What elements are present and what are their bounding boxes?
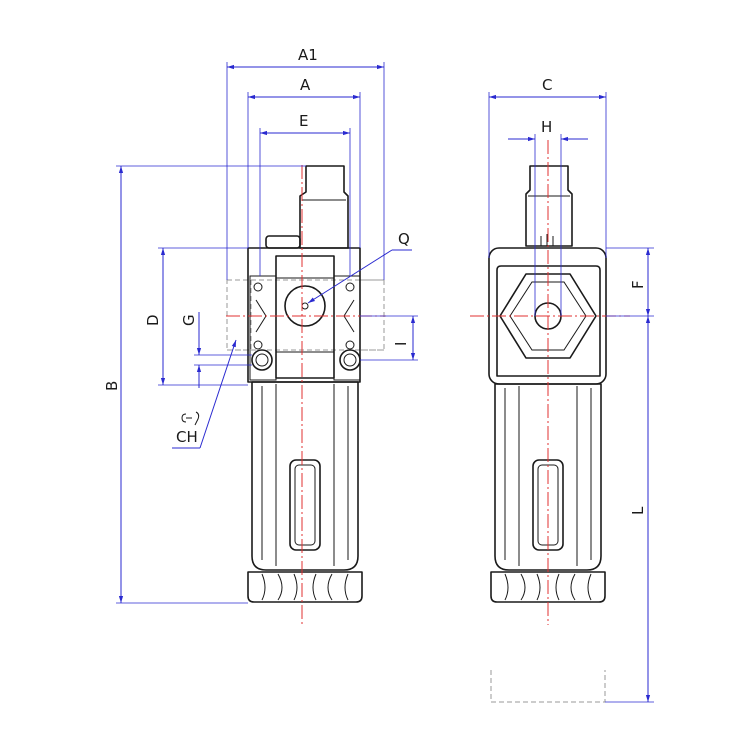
side-dimensions: C H F L: [488, 76, 654, 703]
dim-ch-label: CH: [176, 428, 198, 446]
dim-q-leader: [307, 249, 393, 304]
dim-a-label: A: [300, 76, 311, 94]
side-view: [470, 140, 630, 703]
wrench-icon: [181, 411, 200, 426]
side-stem: [525, 165, 573, 247]
front-screw-top-right: [345, 282, 355, 292]
front-stem: [299, 165, 349, 249]
front-hole-left-outer: [251, 349, 273, 371]
side-bowl-removal-envelope: [490, 670, 606, 703]
front-sight-window: [289, 459, 321, 551]
side-bowl: [494, 383, 602, 571]
dim-f-label: F: [629, 280, 647, 289]
side-drain-knob: [490, 571, 606, 603]
front-screw-top-left: [253, 282, 263, 292]
front-screw-bottom-right: [345, 340, 355, 350]
dim-e-label: E: [299, 112, 308, 130]
front-bowl: [251, 381, 359, 571]
front-view: [226, 165, 386, 625]
front-screw-bottom-left: [253, 340, 263, 350]
side-head-inner: [496, 265, 601, 377]
dim-g-label: G: [180, 314, 198, 326]
front-head-center-block: [275, 255, 335, 379]
front-top-knob: [265, 235, 301, 249]
dim-a1-label: A1: [298, 46, 318, 64]
dim-b-label: B: [103, 381, 121, 391]
dim-i-label: I: [392, 342, 410, 346]
front-port-center: [301, 302, 309, 310]
side-knob-knurls: [504, 573, 592, 601]
front-hole-left-inner: [255, 353, 269, 367]
dim-l-label: L: [629, 506, 647, 515]
dim-ch-leader: [199, 339, 237, 449]
dim-d-label: D: [144, 314, 162, 326]
dim-h-label: H: [541, 118, 552, 136]
front-knob-knurls: [261, 573, 349, 601]
front-port-circle: [284, 285, 326, 327]
side-stem-tabs: [540, 234, 554, 246]
dim-q-label: Q: [398, 230, 410, 248]
front-dimensions: A1 A E B D G I Q: [103, 46, 418, 604]
front-drain-knob: [247, 571, 363, 603]
front-head-inner-right: [333, 275, 361, 381]
front-hidden-port-right: [359, 279, 385, 351]
front-hole-right-inner: [343, 353, 357, 367]
dim-c-label: C: [542, 76, 552, 94]
front-sight-window-inner: [294, 464, 316, 546]
front-hole-right-outer: [339, 349, 361, 371]
side-hex-outer: [499, 273, 597, 359]
